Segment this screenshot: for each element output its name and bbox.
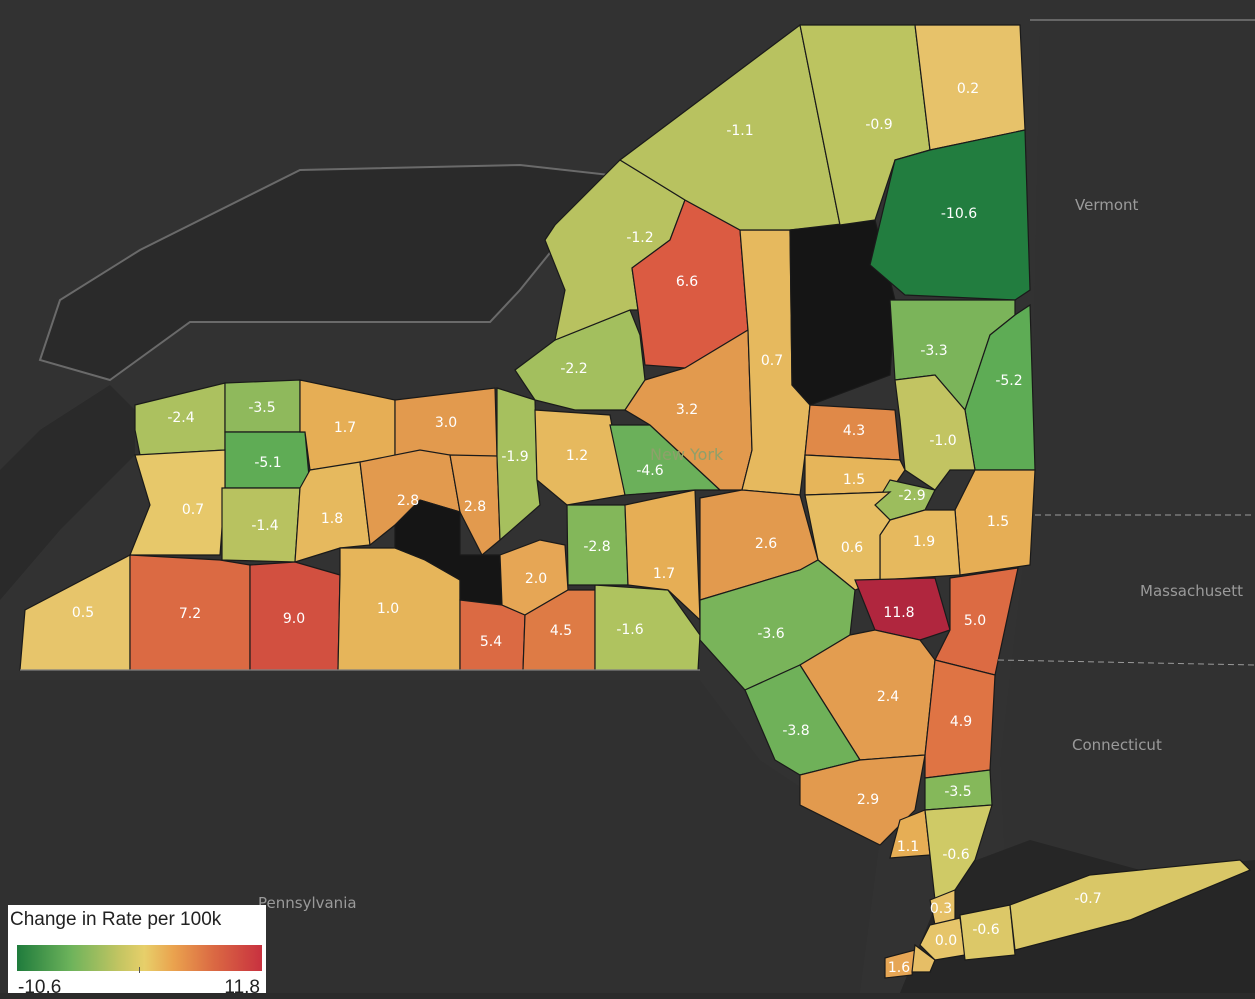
county-label: 1.2 [566,448,588,464]
county-greene[interactable] [854,577,951,641]
county-orange[interactable] [799,754,926,846]
county-label: 1.1 [897,839,919,855]
county-label: -3.6 [757,626,784,642]
county-kings [911,943,936,973]
county-label: 2.8 [464,499,486,515]
county-label: -10.6 [941,206,977,222]
county-label: 0.7 [182,502,204,518]
county-label: 5.0 [964,613,986,629]
county-essex[interactable] [869,129,1031,301]
county-label: 2.6 [755,536,777,552]
county-label: 4.9 [950,714,972,730]
county-label: -4.6 [636,463,663,479]
lake-ontario [38,163,612,382]
legend-title: Change in Rate per 100k [10,909,222,930]
county-label: 1.9 [913,534,935,550]
county-label: 2.0 [525,571,547,587]
county-saratoga[interactable] [894,374,976,491]
county-label: 1.6 [888,960,910,976]
legend-midpoint-tick [139,967,140,973]
county-suffolk[interactable] [1009,859,1252,951]
color-legend: Change in Rate per 100k -10.6 11.8 [8,905,266,998]
county-label: 2.9 [857,792,879,808]
county-label: 4.3 [843,423,865,439]
county-seneca[interactable] [449,454,501,556]
county-label: -0.7 [1074,891,1101,907]
county-label: -0.6 [972,922,999,938]
place-label-massachusetts: Massachusett [1140,582,1243,600]
county-label: 0.5 [72,605,94,621]
county-label: 3.2 [676,402,698,418]
county-label: -2.4 [167,410,194,426]
county-label: -1.1 [726,123,753,139]
place-label-connecticut: Connecticut [1072,736,1162,754]
county-label: 1.7 [334,420,356,436]
county-onondaga[interactable] [534,409,626,506]
county-layer [19,23,1252,979]
place-label-pennsylvania: Pennsylvania [258,894,357,912]
county-label: -2.2 [560,361,587,377]
legend-max-label: 11.8 [224,977,260,998]
county-value-labels: -2.4 -3.5 -5.1 1.7 3.0 0.7 -1.4 1.8 2.8 … [72,81,1102,976]
county-label: 0.0 [935,933,957,949]
county-label: 0.6 [841,540,863,556]
county-label: 3.0 [435,415,457,431]
county-label: -1.4 [251,518,278,534]
county-broome[interactable] [594,584,701,671]
place-label-new-york: New York [650,445,724,464]
county-label: 1.5 [843,472,865,488]
county-label: -5.2 [995,373,1022,389]
county-erie[interactable] [129,449,226,556]
county-label: -0.6 [942,847,969,863]
county-label: -1.2 [626,230,653,246]
county-label: 0.3 [930,901,952,917]
county-label: 2.8 [397,493,419,509]
county-madison[interactable] [609,424,722,496]
county-label: 1.5 [987,514,1009,530]
county-label: -3.3 [920,343,947,359]
county-label: -1.0 [929,433,956,449]
county-label: -2.9 [898,488,925,504]
legend-min-label: -10.6 [18,977,62,998]
county-label: 9.0 [283,611,305,627]
place-label-vermont: Vermont [1075,196,1139,214]
state-borders [20,19,1255,671]
county-label: -0.9 [865,117,892,133]
county-label: 0.2 [957,81,979,97]
county-label: 1.0 [377,601,399,617]
county-label: -1.9 [501,449,528,465]
county-label: 4.5 [550,623,572,639]
county-label: -2.8 [583,539,610,555]
county-richmond[interactable] [884,949,916,979]
county-label: 0.7 [761,353,783,369]
county-label: -5.1 [254,455,281,471]
county-label: 11.8 [883,605,914,621]
legend-color-ramp [17,945,262,971]
lake-erie [0,385,135,600]
county-label: 6.6 [676,274,698,290]
county-rensselaer[interactable] [954,469,1036,576]
county-label: 7.2 [179,606,201,622]
county-nassau[interactable] [959,904,1016,961]
county-montgomery[interactable] [804,454,906,496]
county-label: 5.4 [480,634,502,650]
county-label: -3.5 [944,784,971,800]
county-label: 2.4 [877,689,899,705]
county-label: -1.6 [616,622,643,638]
county-queens[interactable] [919,917,966,961]
county-chenango[interactable] [624,489,701,622]
county-label: 1.8 [321,511,343,527]
county-label: -3.8 [782,723,809,739]
county-label: 1.7 [653,566,675,582]
county-label: -3.5 [248,400,275,416]
